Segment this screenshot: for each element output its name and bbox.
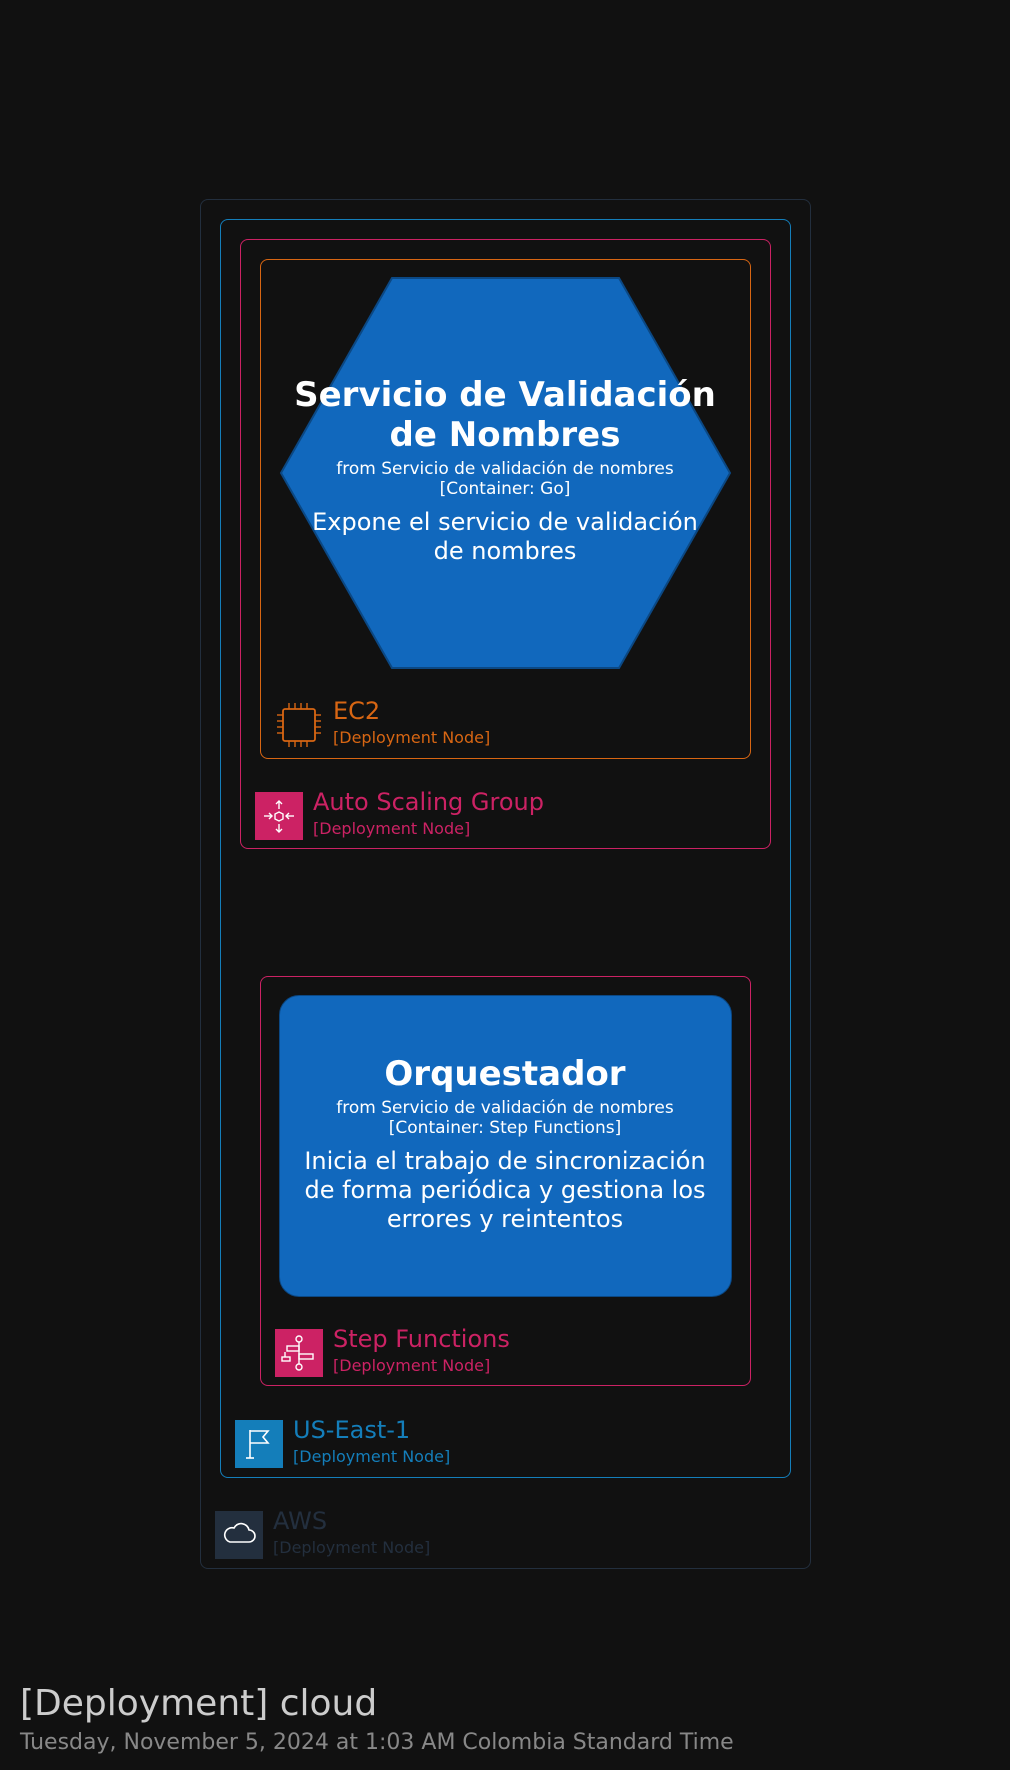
validation-title-line1: Servicio de Validación <box>294 375 716 415</box>
validation-service-title: Servicio de Validación de Nombres <box>290 375 720 455</box>
flag-icon <box>235 1420 283 1468</box>
aws-node-label: AWS [Deployment Node] <box>273 1508 430 1558</box>
asg-node-title: Auto Scaling Group <box>313 788 544 816</box>
asg-node <box>240 239 771 849</box>
orchestrator-container <box>279 995 732 1297</box>
region-node <box>220 219 791 1478</box>
validation-service-text: Servicio de Validación de Nombres from S… <box>290 375 720 566</box>
orchestrator-text: Orquestador from Servicio de validación … <box>290 1054 720 1234</box>
aws-node-type: [Deployment Node] <box>273 1538 431 1557</box>
validation-service-container <box>279 277 732 669</box>
step-functions-node-type: [Deployment Node] <box>333 1356 491 1375</box>
validation-desc-line1: Expone el servicio de validación <box>312 508 698 536</box>
validation-service-description: Expone el servicio de validación de nomb… <box>290 508 720 566</box>
region-node-type: [Deployment Node] <box>293 1447 451 1466</box>
validation-title-line2: de Nombres <box>389 415 621 455</box>
step-functions-icon <box>275 1329 323 1377</box>
ec2-node-type: [Deployment Node] <box>333 728 491 747</box>
step-functions-node-label: Step Functions [Deployment Node] <box>333 1326 510 1376</box>
region-node-title: US-East-1 <box>293 1416 411 1444</box>
region-node-label: US-East-1 [Deployment Node] <box>293 1417 450 1467</box>
step-functions-node-title: Step Functions <box>333 1325 510 1353</box>
ec2-node <box>260 259 751 759</box>
orchestrator-desc-line2: de forma periódica y gestiona los <box>304 1176 706 1204</box>
orchestrator-title: Orquestador <box>384 1054 626 1094</box>
diagram-title: [Deployment] cloud <box>20 1683 378 1724</box>
aws-node <box>200 199 811 1569</box>
aws-node-title: AWS <box>273 1507 328 1535</box>
validation-service-tech: [Container: Go] <box>439 479 571 499</box>
ec2-node-title: EC2 <box>333 697 381 725</box>
auto-scaling-icon <box>255 792 303 840</box>
orchestrator-desc-line3: errores y reintentos <box>386 1205 624 1233</box>
asg-node-label: Auto Scaling Group [Deployment Node] <box>313 789 544 839</box>
validation-desc-line2: de nombres <box>433 537 577 565</box>
orchestrator-from: from Servicio de validación de nombres <box>336 1098 674 1118</box>
diagram-timestamp: Tuesday, November 5, 2024 at 1:03 AM Col… <box>20 1730 734 1755</box>
step-functions-node <box>260 976 751 1386</box>
orchestrator-description: Inicia el trabajo de sincronización de f… <box>290 1147 720 1234</box>
validation-service-from: from Servicio de validación de nombres <box>336 459 674 479</box>
cloud-icon <box>215 1511 263 1559</box>
asg-node-type: [Deployment Node] <box>313 819 471 838</box>
ec2-node-label: EC2 [Deployment Node] <box>333 698 490 748</box>
orchestrator-tech: [Container: Step Functions] <box>388 1118 622 1138</box>
orchestrator-desc-line1: Inicia el trabajo de sincronización <box>304 1147 706 1175</box>
chip-icon <box>275 701 323 749</box>
